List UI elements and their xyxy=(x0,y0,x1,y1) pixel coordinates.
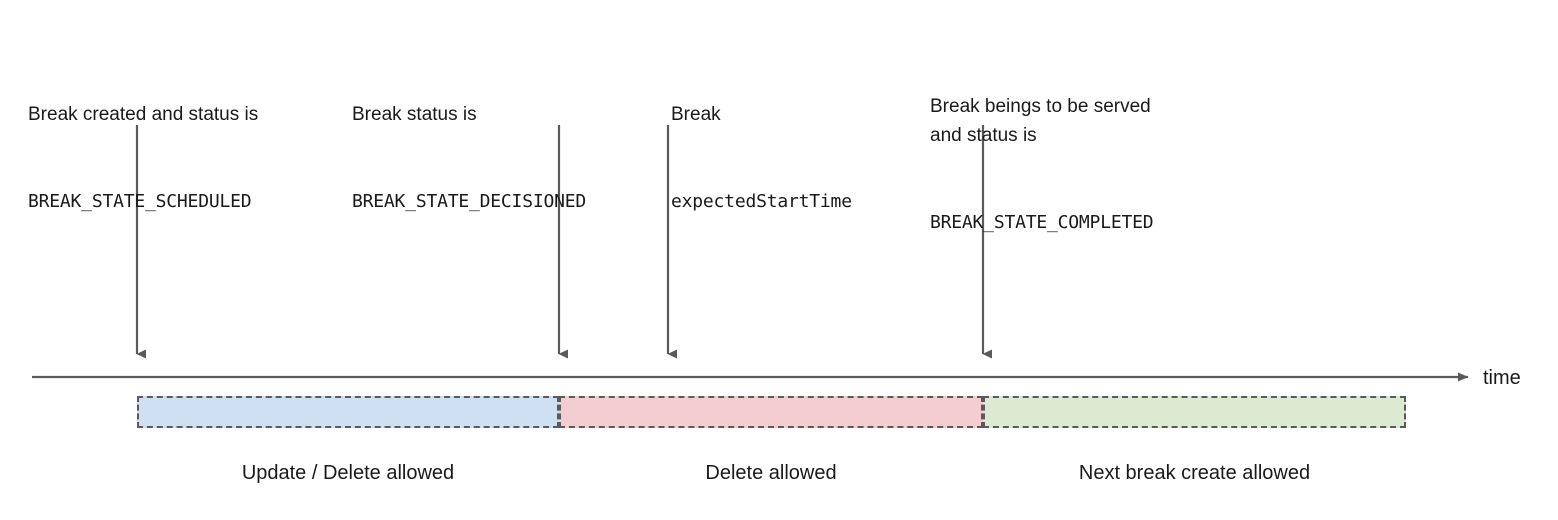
annotation-expected-start-time: Break expectedStartTime xyxy=(671,42,852,274)
segment-scheduled xyxy=(137,396,559,428)
annotation-expected-start-time-prose: Break xyxy=(671,104,721,125)
annotation-expected-start-time-code: expectedStartTime xyxy=(671,191,852,212)
annotation-break-created-code: BREAK_STATE_SCHEDULED xyxy=(28,191,252,212)
annotation-break-completed-prose: Break beings to be served and status is xyxy=(930,96,1151,146)
annotation-break-created-prose: Break created and status is xyxy=(28,104,259,125)
time-axis-label: time xyxy=(1483,367,1521,389)
annotation-break-completed-code: BREAK_STATE_COMPLETED xyxy=(930,212,1154,233)
segment-decisioned xyxy=(559,396,983,428)
caption-next-break-create-allowed: Next break create allowed xyxy=(1078,462,1311,484)
caption-update-delete-allowed: Update / Delete allowed xyxy=(241,462,455,484)
caption-delete-allowed: Delete allowed xyxy=(705,462,837,484)
annotation-break-decisioned: Break status is BREAK_STATE_DECISIONED xyxy=(352,42,586,274)
annotation-break-completed: Break beings to be served and status is … xyxy=(930,34,1154,295)
annotation-break-created: Break created and status is BREAK_STATE_… xyxy=(28,42,258,274)
annotation-break-decisioned-prose: Break status is xyxy=(352,104,477,125)
segment-completed xyxy=(983,396,1406,428)
annotation-break-decisioned-code: BREAK_STATE_DECISIONED xyxy=(352,191,587,212)
